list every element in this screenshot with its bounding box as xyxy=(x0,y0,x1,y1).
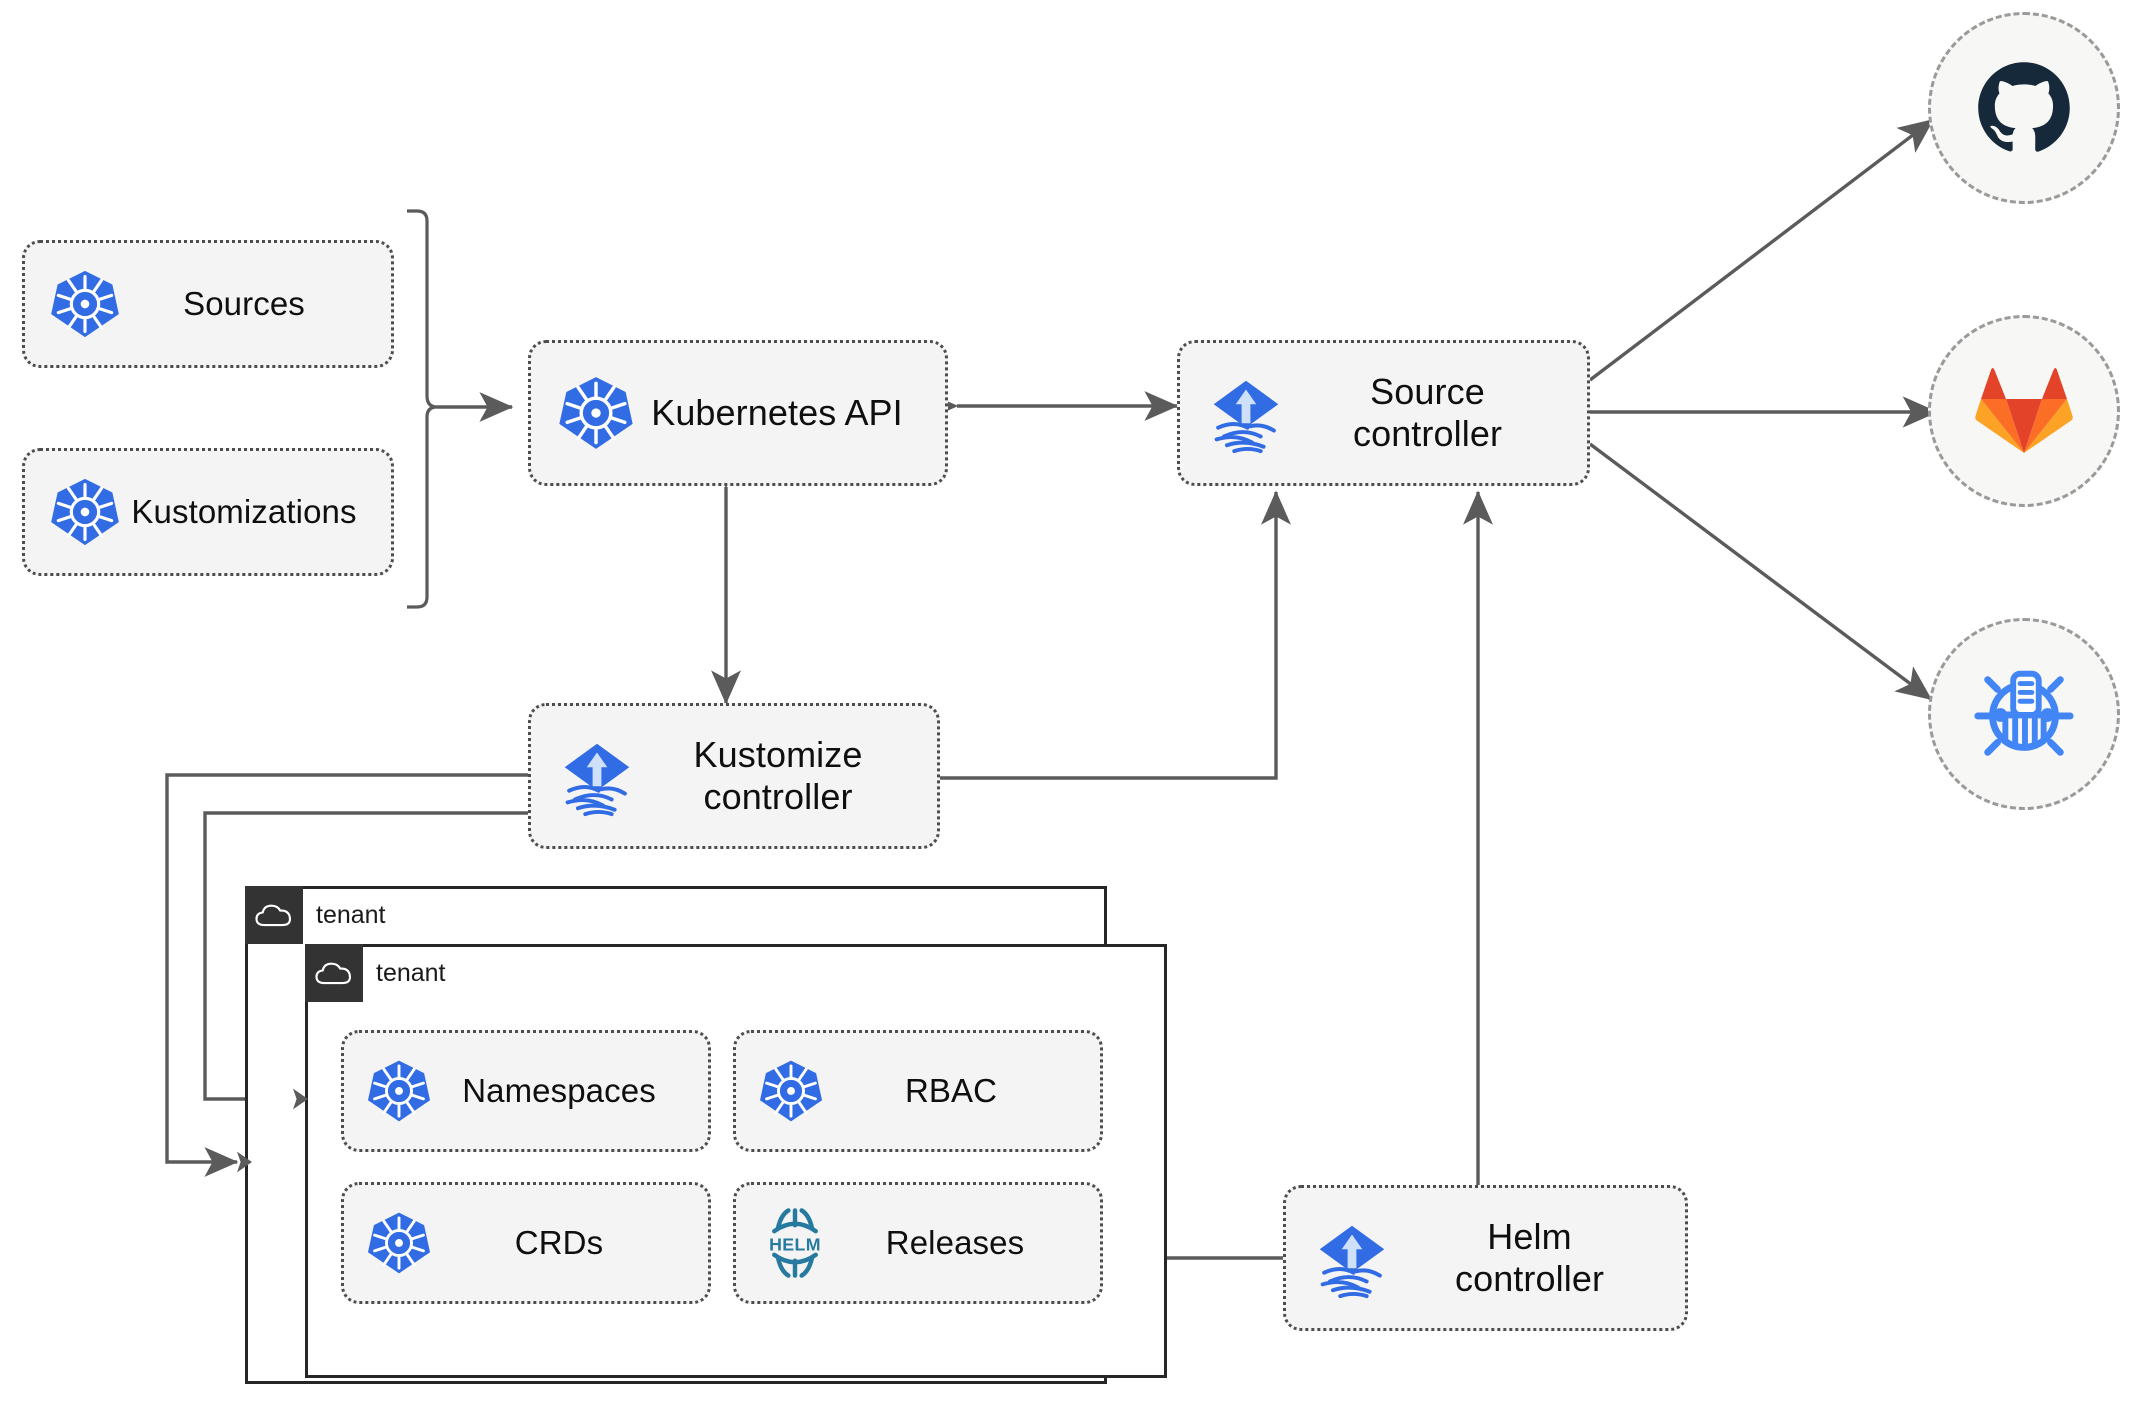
resource-label: Kustomizations xyxy=(131,492,357,530)
node-label: Source controller xyxy=(1352,371,1503,454)
node-source-controller[interactable]: Source controller xyxy=(1177,340,1590,486)
bucket-icon xyxy=(1974,670,2074,756)
node-label: Helm controller xyxy=(1454,1216,1605,1299)
tenant-resource-rbac[interactable]: RBAC xyxy=(733,1030,1103,1152)
tenant-tab-outer xyxy=(245,886,303,944)
node-helm-controller[interactable]: Helm controller xyxy=(1283,1185,1688,1331)
gitlab-icon xyxy=(1975,368,2073,453)
github-icon xyxy=(1978,62,2070,152)
edge-kustomize-source xyxy=(940,490,1291,780)
kubernetes-icon xyxy=(366,1210,432,1276)
resource-card-sources[interactable]: Sources xyxy=(22,240,394,368)
node-kustomize-controller[interactable]: Kustomize controller xyxy=(528,703,940,849)
tenant-resource-crds[interactable]: CRDs xyxy=(341,1182,711,1304)
provider-gitlab[interactable] xyxy=(1928,315,2120,507)
tenant-label-inner: tenant xyxy=(376,959,446,987)
tenant-resource-releases[interactable]: HELM Releases xyxy=(733,1182,1103,1304)
resource-group-bracket xyxy=(407,209,438,609)
kubernetes-icon xyxy=(49,268,121,340)
resource-label: Sources xyxy=(183,284,305,322)
node-kubernetes-api[interactable]: Kubernetes API xyxy=(528,340,948,486)
node-label: Kubernetes API xyxy=(651,392,903,434)
node-label: Kustomize controller xyxy=(693,734,863,817)
tenant-resource-label: Releases xyxy=(885,1223,1025,1261)
tenant-window-inner[interactable] xyxy=(305,944,1167,1378)
cloud-icon xyxy=(255,904,291,927)
tenant-label-outer: tenant xyxy=(316,901,386,929)
kubernetes-icon xyxy=(49,476,121,548)
edge-source-github xyxy=(1588,117,1936,382)
provider-bucket[interactable] xyxy=(1928,618,2120,810)
kubernetes-icon xyxy=(366,1058,432,1124)
flux-icon xyxy=(1308,1214,1396,1302)
resource-card-kustomizations[interactable]: Kustomizations xyxy=(22,448,394,576)
tenant-resource-label: CRDs xyxy=(514,1223,604,1261)
kubernetes-icon xyxy=(557,374,635,452)
flux-icon xyxy=(1202,369,1290,457)
cloud-icon xyxy=(315,962,351,985)
svg-text:HELM: HELM xyxy=(769,1234,821,1254)
tenant-tab-inner xyxy=(305,944,363,1002)
flux-icon xyxy=(553,732,641,820)
edge-source-bucket xyxy=(1588,442,1934,702)
helm-icon: HELM xyxy=(758,1206,832,1280)
tenant-resource-namespaces[interactable]: Namespaces xyxy=(341,1030,711,1152)
tenant-resource-label: Namespaces xyxy=(462,1071,656,1109)
provider-github[interactable] xyxy=(1928,12,2120,204)
kubernetes-icon xyxy=(758,1058,824,1124)
tenant-resource-label: RBAC xyxy=(904,1071,998,1109)
